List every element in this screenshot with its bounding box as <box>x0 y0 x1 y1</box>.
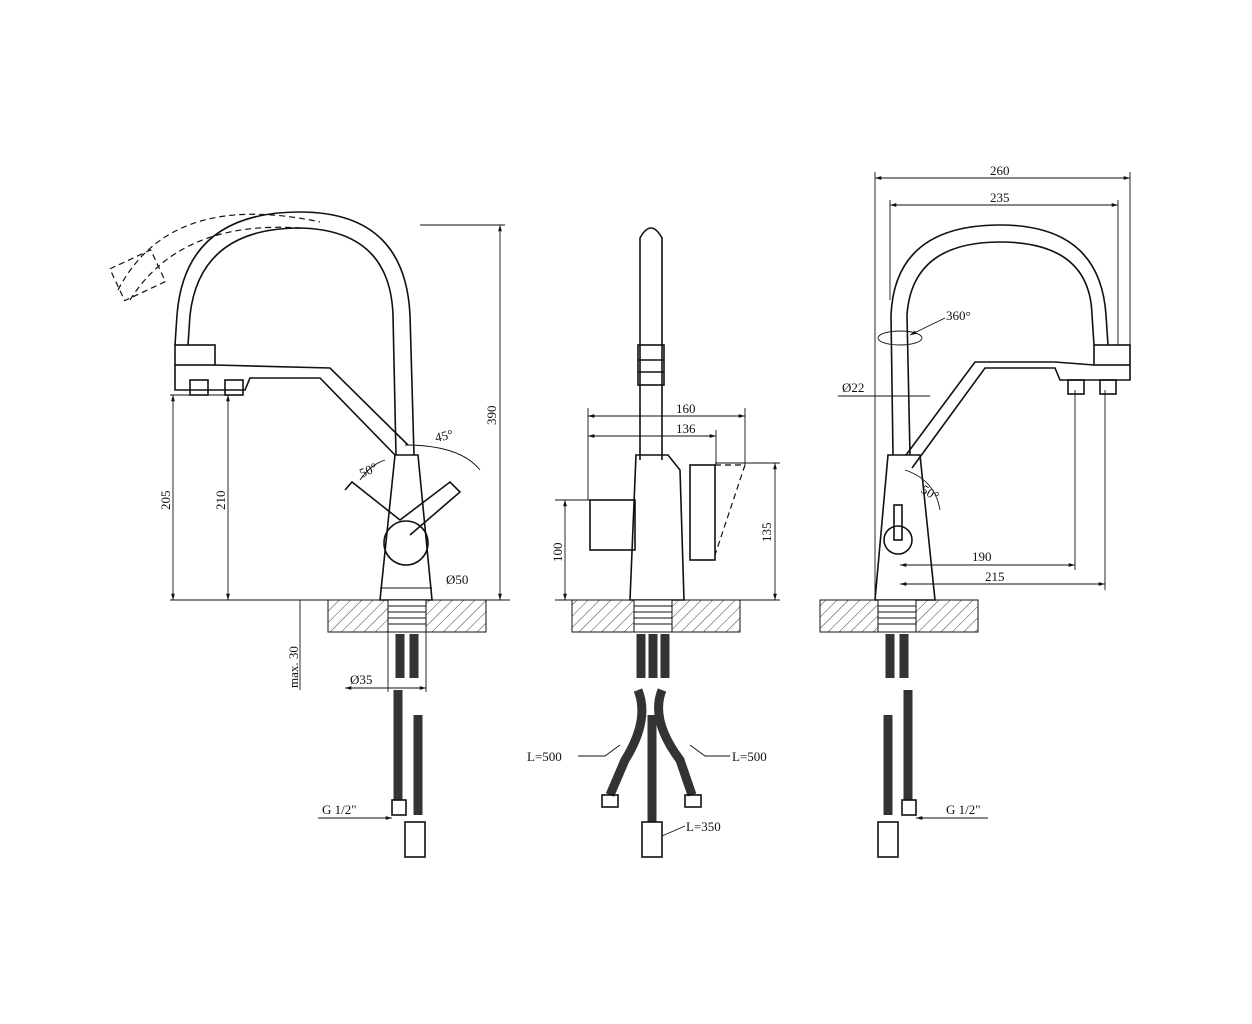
front-view: 160 136 100 135 L=500 L=500 L=350 <box>527 227 780 858</box>
hoses-detached <box>393 690 423 815</box>
spout <box>890 224 1109 456</box>
lever-pivot <box>883 525 913 555</box>
hose-left-length: L=500 <box>527 749 562 764</box>
dim-max-30: max. 30 <box>286 646 301 688</box>
hoses-mounted <box>636 634 670 678</box>
dim-100: 100 <box>550 543 565 563</box>
angle-45: 45° <box>434 426 455 444</box>
mounting-thread <box>387 599 427 633</box>
spout <box>639 227 663 460</box>
connection-label: G 1/2" <box>946 802 981 817</box>
hose-nut <box>391 799 407 816</box>
handle-knob <box>189 379 209 396</box>
lever-handle <box>893 504 903 541</box>
hose-fitting <box>641 821 663 858</box>
hose-nut <box>901 799 917 816</box>
rotation-360: 360° <box>946 308 971 323</box>
dim-235: 235 <box>990 190 1010 205</box>
hose-left <box>605 688 647 797</box>
hoses-mounted <box>885 634 909 678</box>
left-side-view: 390 205 210 45° 50° Ø50 max. 30 Ø35 G 1/… <box>109 211 510 858</box>
dim-135: 135 <box>759 523 774 543</box>
dim-160: 160 <box>676 401 696 416</box>
dim-190: 190 <box>972 549 992 564</box>
faucet-body <box>379 454 433 601</box>
dim-hole-diameter: Ø35 <box>350 672 372 687</box>
swivel-aerator-outline <box>109 249 167 302</box>
dim-base-diameter: Ø50 <box>446 572 468 587</box>
spout-collar <box>637 344 665 386</box>
right-side-view: 260 235 360° Ø22 50° 190 215 G 1/2" <box>819 163 1131 858</box>
hose-fitting <box>877 821 899 858</box>
hose-right <box>654 688 697 797</box>
filter-handle-arm <box>905 361 1131 469</box>
dim-210: 210 <box>213 491 228 511</box>
dim-205: 205 <box>158 491 173 511</box>
hose-right-length: L=500 <box>732 749 767 764</box>
hose-nut <box>684 794 702 808</box>
swivel-spout-outline <box>117 213 321 301</box>
hose-fitting <box>404 821 426 858</box>
filter-handle-arm <box>174 364 409 456</box>
hose-nut <box>601 794 619 808</box>
hose-center-length: L=350 <box>686 819 721 834</box>
left-handle <box>589 499 636 551</box>
hoses-detached <box>883 690 913 815</box>
spout-collar <box>1093 344 1131 366</box>
right-handle <box>689 464 716 561</box>
handle-knob <box>224 379 244 396</box>
handle-knob <box>1099 379 1117 395</box>
connection-label: G 1/2" <box>322 802 357 817</box>
lever-pivot <box>383 520 429 566</box>
hoses-mounted <box>395 634 419 678</box>
spout <box>174 211 415 456</box>
spout-collar <box>174 344 216 366</box>
lever-handle <box>344 480 462 536</box>
angle-50: 50° <box>919 482 942 504</box>
dim-136: 136 <box>676 421 696 436</box>
dim-260: 260 <box>990 163 1010 178</box>
dim-spout-diameter: Ø22 <box>842 380 864 395</box>
mounting-thread <box>633 599 673 633</box>
dim-215: 215 <box>985 569 1005 584</box>
faucet-body <box>629 454 685 601</box>
dim-390: 390 <box>484 406 499 426</box>
handle-knob <box>1067 379 1085 395</box>
rotation-arrow-icon <box>877 330 923 346</box>
angle-50: 50° <box>357 459 380 480</box>
right-handle-rotated-outline <box>714 464 746 556</box>
mounting-thread <box>877 599 917 633</box>
